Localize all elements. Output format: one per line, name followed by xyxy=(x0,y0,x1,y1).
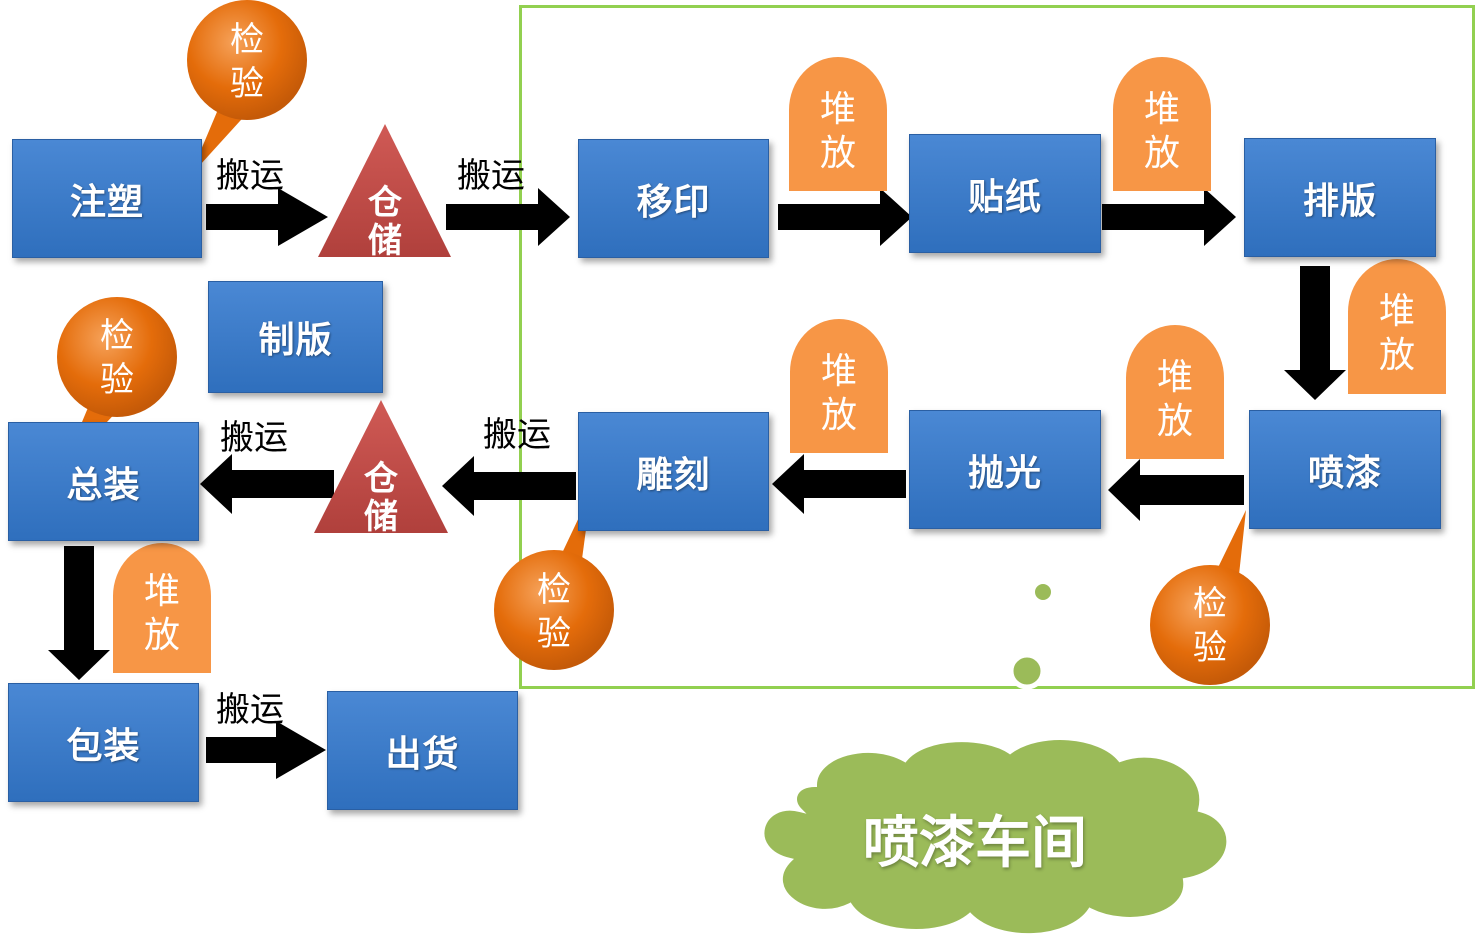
box-plate-making-label: 制版 xyxy=(258,320,333,361)
thought-dot-3 xyxy=(1008,652,1046,690)
transport-label-1: 搬运 xyxy=(216,156,284,196)
stack-text-6-char2: 放 xyxy=(143,615,180,656)
transport-label-4: 搬运 xyxy=(483,415,551,455)
arrow-left-1 xyxy=(1108,459,1244,521)
box-pad-print: 移印 xyxy=(578,139,769,258)
arrow-left-3 xyxy=(442,456,576,516)
stack-text-5-char2: 放 xyxy=(820,395,857,436)
box-injection-label: 注塑 xyxy=(69,181,144,223)
stack-text-6-char1: 堆 xyxy=(143,571,180,612)
box-injection: 注塑 xyxy=(12,139,202,258)
inspect-text-4-char1: 检 xyxy=(1193,584,1227,624)
stack-shape-1 xyxy=(789,57,887,191)
box-sticker: 贴纸 xyxy=(909,134,1101,253)
arrow-right-5 xyxy=(206,721,326,779)
stack-text-5-char1: 堆 xyxy=(820,351,857,392)
stack-text-1: 堆 放 xyxy=(808,88,868,176)
box-polish-label: 抛光 xyxy=(967,452,1042,494)
arrow-left-2 xyxy=(772,454,906,514)
inspect-text-3-char2: 验 xyxy=(537,614,571,654)
box-spray: 喷漆 xyxy=(1249,410,1441,529)
inspect-text-2-char1: 检 xyxy=(100,316,134,356)
storage-label-2-char1: 仓 xyxy=(364,460,398,499)
stack-text-4-char1: 堆 xyxy=(1156,357,1193,398)
stack-text-5: 堆 放 xyxy=(809,350,869,438)
inspect-balloon-1 xyxy=(187,0,307,176)
box-assembly-label: 总装 xyxy=(66,464,141,506)
box-engrave-label: 雕刻 xyxy=(636,454,711,496)
storage-label-2-char2: 储 xyxy=(364,497,398,533)
inspect-text-3: 检 验 xyxy=(524,568,584,656)
inspect-text-1-char1: 检 xyxy=(230,20,264,60)
arrow-left-4 xyxy=(200,454,334,514)
arrow-down-2 xyxy=(48,546,110,680)
stack-text-6: 堆 放 xyxy=(132,570,192,658)
stack-text-2: 堆 放 xyxy=(1132,88,1192,176)
box-plate-making: 制版 xyxy=(208,281,383,393)
storage-label-1-char2: 储 xyxy=(368,221,402,257)
inspect-text-2: 检 验 xyxy=(87,314,147,402)
box-pack-label: 包装 xyxy=(66,725,141,767)
inspect-text-1-char2: 验 xyxy=(230,64,264,104)
stack-text-4: 堆 放 xyxy=(1145,356,1205,444)
stack-shape-5 xyxy=(790,319,888,453)
stack-shape-4 xyxy=(1126,325,1224,459)
transport-label-5: 搬运 xyxy=(216,690,284,730)
stack-text-2-char2: 放 xyxy=(1143,133,1180,174)
box-pack: 包装 xyxy=(8,683,199,802)
stack-text-3: 堆 放 xyxy=(1367,290,1427,378)
inspect-text-4: 检 验 xyxy=(1180,582,1240,670)
stack-shape-2 xyxy=(1113,57,1211,191)
thought-dot-2 xyxy=(1031,580,1055,604)
arrow-right-4 xyxy=(1102,188,1236,246)
workshop-title: 喷漆车间 xyxy=(863,811,1087,876)
stack-shape-3 xyxy=(1348,259,1446,394)
box-sticker-label: 贴纸 xyxy=(967,176,1042,218)
box-spray-label: 喷漆 xyxy=(1307,452,1382,494)
storage-label-1: 仓 储 xyxy=(355,184,415,257)
arrow-right-3 xyxy=(778,188,912,246)
box-ship: 出货 xyxy=(327,691,518,810)
stack-shape-6 xyxy=(113,543,211,673)
stack-text-1-char2: 放 xyxy=(819,133,856,174)
storage-label-1-char1: 仓 xyxy=(368,184,402,223)
storage-triangle-1 xyxy=(318,124,451,257)
storage-triangle-2 xyxy=(314,400,448,533)
storage-label-2: 仓 储 xyxy=(351,460,411,533)
box-assembly: 总装 xyxy=(8,422,199,541)
stack-text-2-char1: 堆 xyxy=(1143,89,1180,130)
arrow-right-1 xyxy=(206,188,328,246)
stack-text-3-char2: 放 xyxy=(1378,335,1415,376)
transport-label-3: 搬运 xyxy=(220,418,288,458)
box-ship-label: 出货 xyxy=(385,733,460,775)
box-typeset: 排版 xyxy=(1244,138,1436,257)
inspect-text-2-char2: 验 xyxy=(100,360,134,400)
stack-text-1-char1: 堆 xyxy=(819,89,856,130)
workshop-cloud xyxy=(760,736,1231,938)
box-engrave: 雕刻 xyxy=(578,412,769,531)
inspect-text-4-char2: 验 xyxy=(1193,628,1227,668)
spray-workshop-boundary xyxy=(519,5,1475,689)
transport-label-2: 搬运 xyxy=(457,156,525,196)
box-typeset-label: 排版 xyxy=(1302,180,1377,222)
box-pad-print-label: 移印 xyxy=(636,181,711,223)
inspect-text-3-char1: 检 xyxy=(537,570,571,610)
stack-text-3-char1: 堆 xyxy=(1378,291,1415,332)
stack-text-4-char2: 放 xyxy=(1156,401,1193,442)
box-polish: 抛光 xyxy=(909,410,1101,529)
arrow-down-1 xyxy=(1284,266,1346,400)
inspect-text-1: 检 验 xyxy=(217,18,277,106)
arrow-right-2 xyxy=(446,188,570,246)
inspect-balloon-4 xyxy=(1150,510,1270,685)
